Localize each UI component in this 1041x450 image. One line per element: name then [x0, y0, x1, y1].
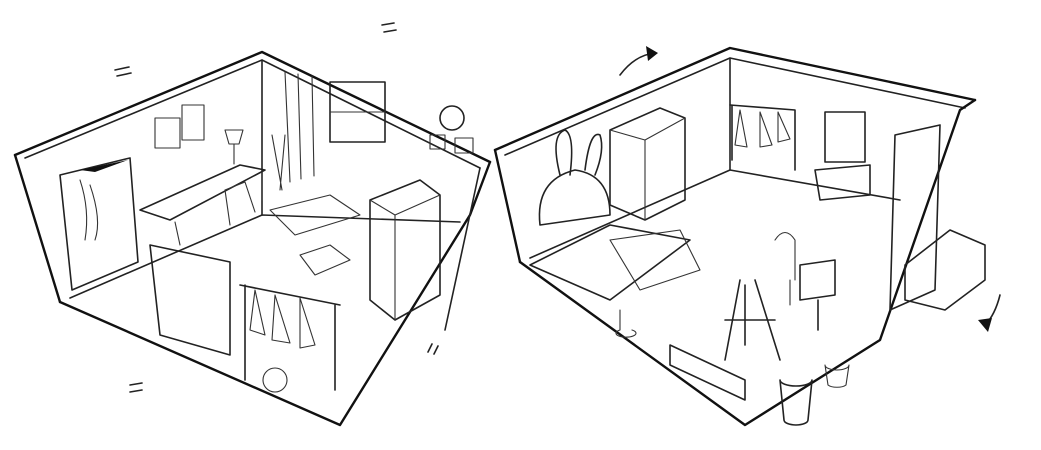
mirror: [824, 111, 866, 163]
clothes-rack: [239, 284, 341, 391]
door: [59, 157, 139, 291]
bunny-cushion: [538, 129, 611, 226]
box: [904, 229, 986, 311]
wardrobe: [609, 107, 686, 221]
right-room: [493, 46, 986, 427]
floor-lamp: [799, 259, 836, 331]
wall-clock: [439, 105, 465, 131]
clothes-rack: [729, 104, 796, 171]
easel: [724, 279, 781, 361]
rotate-clockwise-arrow-icon: [619, 46, 658, 76]
bucket: [779, 379, 813, 426]
left-room: [13, 50, 492, 427]
bed: [529, 224, 691, 301]
sketch-marks: [114, 22, 439, 393]
rotate-counterclockwise-arrow-icon: [978, 294, 1001, 332]
door: [889, 124, 941, 311]
wardrobe: [369, 179, 441, 321]
cabinet: [149, 244, 231, 356]
door-shadow: [80, 160, 128, 172]
desk: [139, 164, 266, 221]
